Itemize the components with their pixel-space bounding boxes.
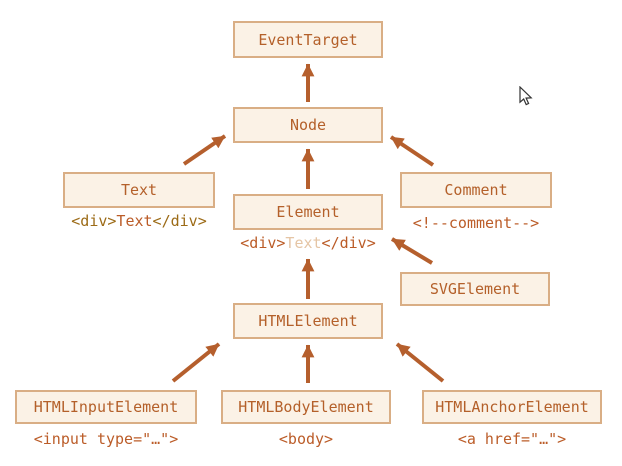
class-label-comment: Comment: [444, 181, 508, 199]
arrow-text-to-node: [182, 134, 227, 166]
class-label-htmlanchorelement: HTMLAnchorElement: [435, 398, 589, 416]
class-label-element: Element: [276, 203, 340, 221]
annotation-htmlanchorelement: <a href="…">: [457, 430, 567, 448]
annotation-element: <div>Text</div>: [233, 234, 383, 253]
class-label-text: Text: [120, 181, 158, 199]
class-box-htmlinputelement: HTMLInputElement: [15, 390, 197, 424]
class-label-eventtarget: EventTarget: [258, 30, 358, 49]
arrow-svgelement-to-element: [390, 237, 434, 265]
code-open-tag: <div>: [71, 212, 117, 230]
class-box-text: Text: [63, 172, 215, 208]
arrow-inputelement-to-htmlelement: [171, 342, 221, 383]
class-label-htmlinputelement: HTMLInputElement: [33, 398, 179, 416]
class-box-element: Element: [233, 194, 383, 230]
code-open-tag: <div>: [240, 234, 286, 252]
code-close-tag: </div>: [321, 234, 376, 252]
class-box-svgelement: SVGElement: [400, 272, 550, 306]
arrow-comment-to-node: [389, 135, 435, 167]
class-label-node: Node: [289, 116, 327, 134]
class-box-node: Node: [233, 107, 383, 143]
annotation-htmlbodyelement: <body>: [278, 430, 334, 448]
class-label-htmlbodyelement: HTMLBodyElement: [238, 398, 374, 416]
arrow-anchorelement-to-htmlelement: [395, 342, 445, 383]
class-box-htmlelement: HTMLElement: [233, 303, 383, 339]
class-box-comment: Comment: [400, 172, 552, 208]
class-label-htmlelement: HTMLElement: [258, 312, 358, 330]
class-box-htmlanchorelement: HTMLAnchorElement: [422, 390, 602, 424]
mouse-pointer-icon: [519, 85, 537, 112]
annotation-comment: <!--comment-->: [412, 214, 540, 232]
annotation-htmlinputelement: <input type="…">: [33, 430, 179, 448]
class-label-svgelement: SVGElement: [429, 280, 521, 298]
code-content: Text: [285, 234, 322, 252]
code-content: Text: [116, 212, 153, 230]
code-close-tag: </div>: [152, 212, 207, 230]
class-box-eventtarget: EventTarget: [233, 21, 383, 58]
annotation-text: <div>Text</div>: [63, 212, 215, 231]
class-box-htmlbodyelement: HTMLBodyElement: [221, 390, 391, 424]
